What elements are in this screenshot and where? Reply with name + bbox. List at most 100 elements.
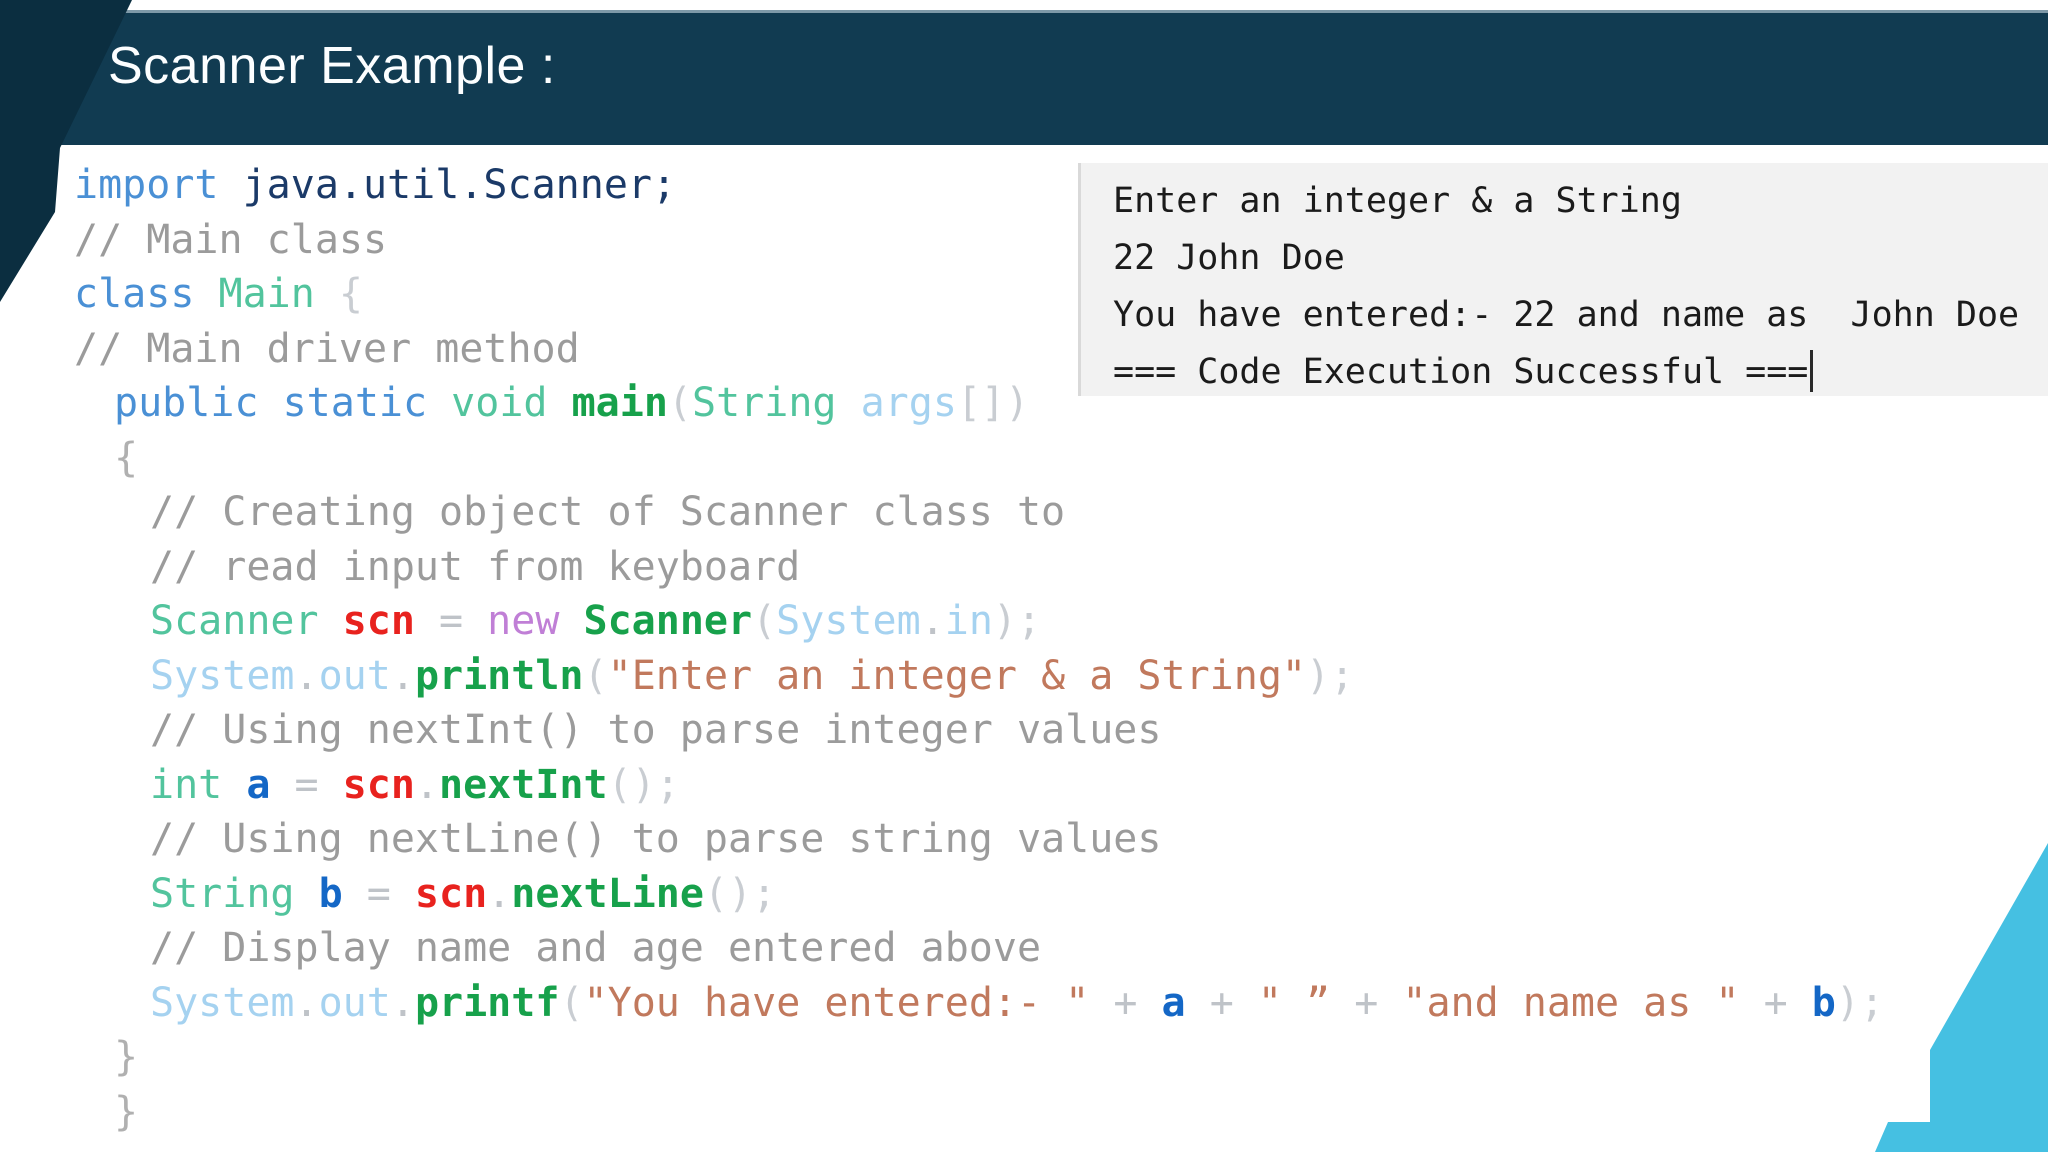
code-token-var: scn [414, 870, 488, 917]
code-token-punc: []) [956, 380, 1030, 426]
code-token-str: "Enter an integer & a String" [607, 652, 1306, 699]
code-token-op: . [487, 870, 512, 917]
code-token-punc: (); [703, 870, 777, 917]
code-token-op: = [414, 598, 488, 644]
code-token-var: scn [342, 761, 415, 808]
code-token-cmt: // Creating object of Scanner class to [150, 489, 1066, 535]
code-token-punc: (); [607, 761, 680, 808]
code-token-obj: System [150, 652, 295, 699]
code-line: // Main driver method [74, 322, 2048, 377]
code-token-fn: Scanner [559, 598, 753, 644]
code-line: class Main { [74, 267, 2048, 322]
code-token-new: new [487, 598, 560, 644]
code-token-varb: b [294, 870, 343, 917]
code-token-obj: out [318, 979, 391, 1026]
console-line: === Code Execution Successful === [1113, 344, 2048, 401]
console-line-text: === Code Execution Successful === [1113, 352, 1809, 392]
code-token-str: "You have entered:- " [583, 979, 1090, 1026]
code-token-op: . [294, 979, 319, 1026]
code-token-fn: nextLine [511, 870, 704, 917]
code-token-cmt: // Using nextInt() to parse integer valu… [150, 707, 1162, 753]
code-token-op: + [1739, 979, 1812, 1026]
code-token-obj: System [150, 979, 295, 1026]
code-token-varb: a [222, 761, 271, 808]
code-token-pkg: java.util.Scanner; [218, 162, 677, 208]
code-token-cmt: // Main driver method [74, 325, 580, 372]
code-token-kw: public static [114, 380, 428, 426]
code-token-cmt: // Using nextLine() to parse string valu… [150, 816, 1162, 862]
code-token-op: . [294, 652, 319, 699]
code-line: // Using nextInt() to parse integer valu… [74, 703, 2048, 758]
code-token-op: . [390, 652, 415, 699]
code-token-varb: b [1811, 979, 1836, 1026]
code-token-obj: in [944, 598, 993, 644]
top-strip-line [0, 10, 2048, 14]
code-token-punc: ); [992, 598, 1042, 644]
code-line: // read input from keyboard [74, 540, 2048, 595]
code-token-type: String [692, 380, 837, 426]
code-line: String b = scn.nextLine(); [74, 867, 2048, 922]
code-token-brace: } [114, 1034, 139, 1080]
code-token-punc: ( [667, 380, 693, 426]
console-line: You have entered:- 22 and name as John D… [1113, 287, 2048, 344]
code-line: System.out.printf("You have entered:- " … [74, 976, 2048, 1031]
code-token-type: int [150, 761, 223, 808]
code-token-type: Scanner [150, 598, 319, 644]
code-token-cmt: // read input from keyboard [150, 543, 801, 590]
code-token-varb: a [1161, 979, 1186, 1026]
code-token-punc: ); [1306, 652, 1355, 699]
code-line: } [74, 1085, 2048, 1140]
code-token-punc: ( [583, 652, 608, 699]
code-token-str: " ” [1257, 979, 1331, 1026]
code-line: { [74, 431, 2048, 486]
code-token-punc: ( [559, 979, 584, 1026]
code-token-fn: nextInt [439, 761, 608, 808]
code-token-op: . [920, 598, 945, 644]
code-token-var: scn [318, 598, 415, 644]
code-token-op: + [1089, 979, 1162, 1026]
code-token-cmt: // Main class [74, 216, 388, 263]
code-line: } [74, 1030, 2048, 1085]
code-token-fn: main [547, 380, 668, 426]
console-line-text: Enter an integer & a String [1113, 181, 1682, 221]
code-line: int a = scn.nextInt(); [74, 758, 2048, 813]
code-token-punc: ( [752, 598, 777, 644]
code-token-str: "and name as " [1402, 979, 1740, 1026]
code-token-type: String [150, 870, 295, 917]
code-token-kw: import [74, 162, 219, 208]
code-line: // Using nextLine() to parse string valu… [74, 812, 2048, 867]
console-line-text: You have entered:- 22 and name as John D… [1113, 295, 2020, 335]
bottom-right-accent-shape [1875, 843, 2048, 1152]
code-token-obj: args [836, 380, 957, 426]
code-token-cmt: // Display name and age entered above [150, 925, 1042, 971]
console-line: Enter an integer & a String [1113, 173, 2048, 230]
code-token-op: = [342, 870, 415, 917]
code-token-obj: out [318, 652, 391, 699]
text-cursor [1810, 350, 1814, 392]
code-line: public static void main(String args[]) [74, 376, 2048, 431]
code-line: // Display name and age entered above [74, 921, 2048, 976]
code-token-type: void [427, 380, 548, 426]
console-line: 22 John Doe [1113, 230, 2048, 287]
code-token-op: + [1185, 979, 1258, 1026]
code-token-fn: printf [414, 979, 560, 1026]
code-token-fn: println [414, 652, 584, 699]
header-band [0, 13, 2048, 145]
console-line-text: 22 John Doe [1113, 238, 1345, 278]
code-token-op: . [414, 761, 440, 808]
code-token-punc: ); [1835, 979, 1885, 1026]
code-token-brace: } [114, 1088, 139, 1135]
code-token-type: Main [194, 271, 315, 317]
code-token-punc: { [314, 271, 364, 317]
code-line: // Main class [74, 213, 2048, 268]
code-line: Scanner scn = new Scanner(System.in); [74, 594, 2048, 649]
code-line: // Creating object of Scanner class to [74, 485, 2048, 540]
corner-accent-shape [0, 0, 132, 302]
code-token-brace: { [114, 434, 139, 481]
code-line: import java.util.Scanner; [74, 158, 2048, 213]
code-token-op: = [270, 761, 343, 808]
code-token-op: + [1330, 979, 1403, 1026]
